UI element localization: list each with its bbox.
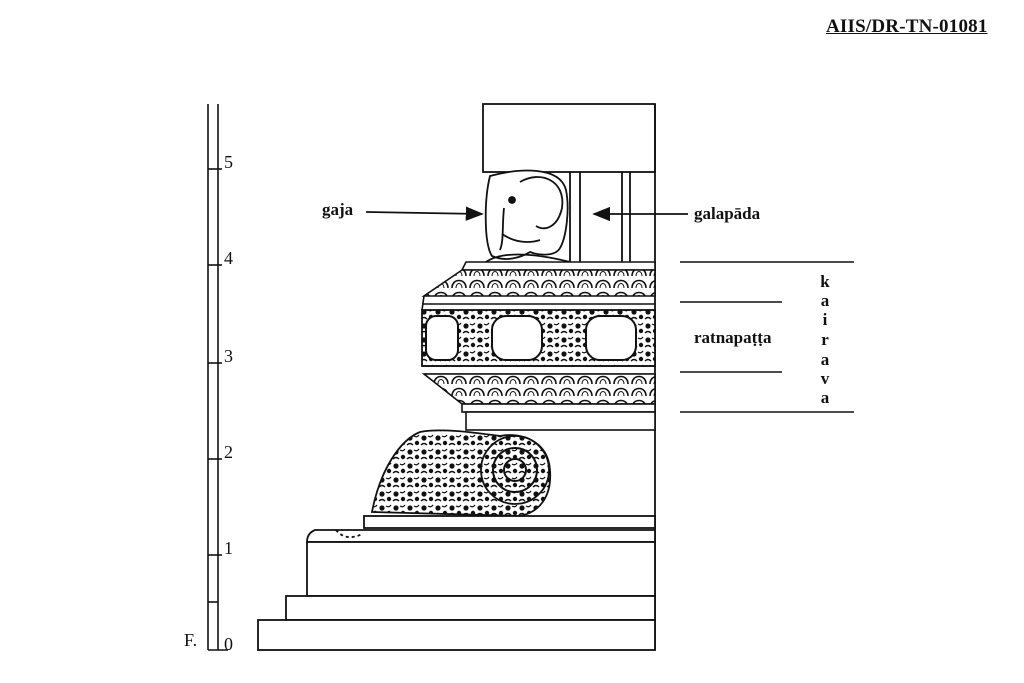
label-ratnapatta: ratnapaṭṭa: [694, 328, 772, 347]
ratnapatta-band: [421, 295, 656, 375]
pillar-shaft-block: [482, 103, 656, 173]
label-galapada: galapāda: [694, 204, 761, 223]
scale-floor-label: F.: [184, 630, 198, 650]
scale-tick-2: 2: [224, 442, 233, 462]
label-kairava-letter: r: [821, 330, 829, 349]
label-kairava-letter: k: [820, 272, 830, 291]
elephant-figure: [484, 169, 571, 263]
kairava-lower-band: [421, 373, 656, 431]
scale-tick-4: 4: [224, 248, 233, 268]
section-lines: [680, 261, 854, 413]
scale-tick-3: 3: [224, 346, 233, 366]
height-scale: [207, 104, 228, 651]
scale-tick-5: 5: [224, 152, 233, 172]
document-id: AIIS/DR-TN-01081: [826, 16, 988, 37]
label-gaja: gaja: [322, 200, 354, 219]
kairava-upper-band: [421, 261, 656, 297]
label-kairava-letter: a: [820, 291, 830, 310]
label-kairava-letter: i: [822, 310, 828, 329]
scale-tick-0: 0: [224, 634, 233, 654]
label-arrows: [365, 206, 688, 222]
label-kairava-letter: a: [820, 388, 830, 407]
label-kairava-letter: a: [820, 350, 830, 369]
foliated-scroll: [370, 429, 552, 517]
scale-tick-1: 1: [224, 538, 233, 558]
pillar-base-steps: [257, 515, 656, 651]
label-kairava-letter: v: [820, 369, 830, 388]
